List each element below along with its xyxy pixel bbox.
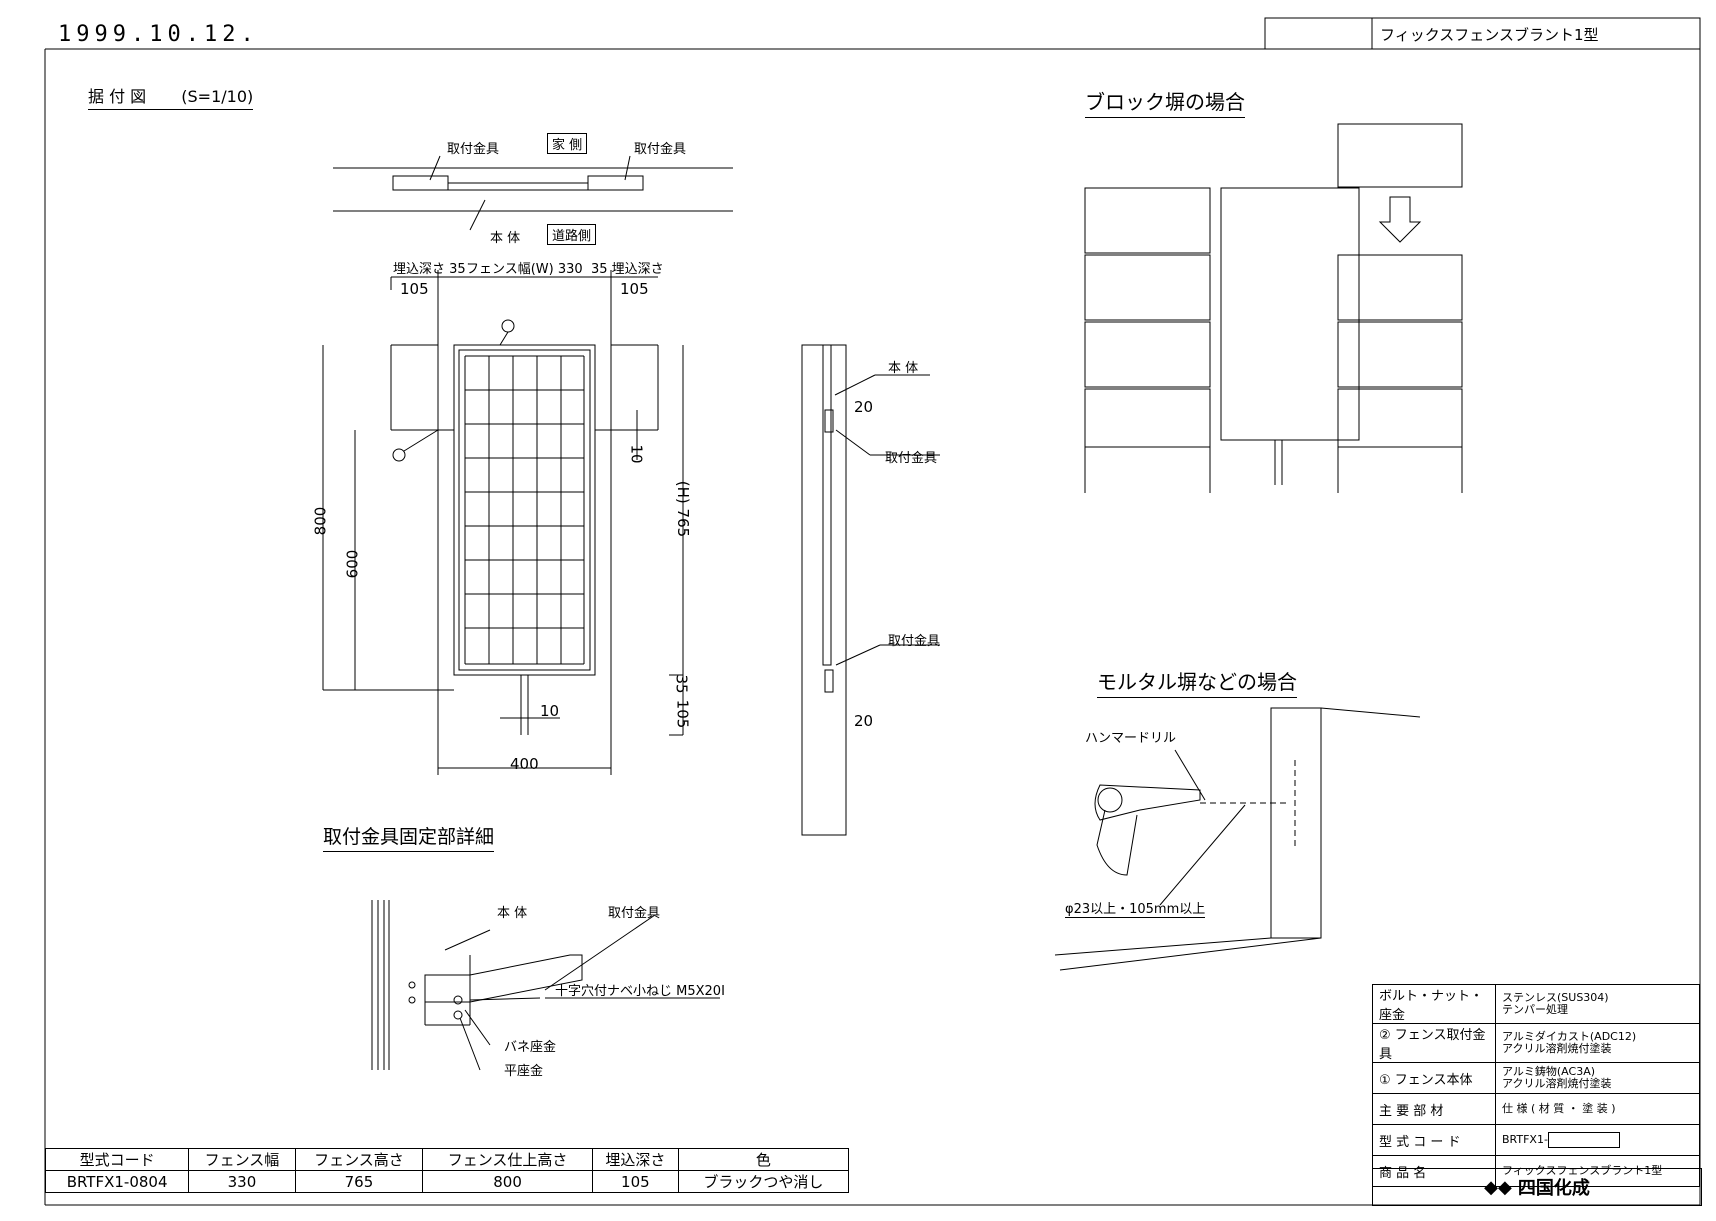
spec-row: 商 品 名フィックスフェンスブラント1型 (1372, 1155, 1700, 1187)
detail-bracket-label: 取付金具 (608, 906, 661, 921)
spec-value: 仕 様 ( 材 質 ・ 塗 装 ) (1495, 1093, 1700, 1125)
side-body-label: 本 体 (888, 361, 919, 376)
side-dim-20-bottom: 20 (854, 712, 874, 730)
spec-row: ① フェンス本体アルミ鋳物(AC3A) アクリル溶剤焼付塗装 (1372, 1062, 1700, 1094)
plan-title-text: 据 付 図 (88, 87, 147, 106)
code-cell: ブラックつや消し (677, 1170, 850, 1193)
side-bracket-bottom-label: 取付金具 (888, 634, 941, 649)
code-header: フェンス仕上高さ (422, 1148, 593, 1171)
dim-105-bottom: 105 (673, 699, 692, 729)
drawing-date: 1999.10.12. (58, 22, 259, 47)
mortar-wall-title: モルタル塀などの場合 (1097, 666, 1297, 698)
dim-h600: 600 (343, 549, 362, 579)
side-bracket-top-label: 取付金具 (885, 451, 938, 466)
road-side-label: 道路側 (547, 224, 597, 245)
code-table: 型式コードフェンス幅フェンス高さフェンス仕上高さ埋込深さ色 BRTFX1-080… (44, 1148, 850, 1193)
house-side-label: 家 側 (547, 133, 588, 154)
spec-part: 型 式 コ ー ド (1372, 1124, 1496, 1156)
spec-part: ② フェンス取付金具 (1372, 1023, 1496, 1063)
plan-title: 据 付 図 (S=1/10) (88, 83, 254, 110)
product-title: フィックスフェンスブラント1型 (1380, 26, 1599, 44)
model-code-input (1547, 1132, 1620, 1148)
plan-bracket-right-label: 取付金具 (634, 142, 687, 157)
dim-fence-width: フェンス幅(W) 330 (466, 262, 583, 277)
dim-10-right: 10 (627, 444, 646, 464)
spec-value: アルミダイカスト(ADC12) アクリル溶剤焼付塗装 (1495, 1023, 1700, 1063)
spec-part: ボルト・ナット・座金 (1372, 984, 1496, 1024)
code-cell: BRTFX1-0804 (44, 1170, 190, 1193)
plan-bracket-left-label: 取付金具 (447, 142, 500, 157)
code-header: 埋込深さ (591, 1148, 679, 1171)
spec-row: ② フェンス取付金具アルミダイカスト(ADC12) アクリル溶剤焼付塗装 (1372, 1023, 1700, 1063)
detail-flat-washer-label: 平座金 (504, 1064, 544, 1079)
spec-value: アルミ鋳物(AC3A) アクリル溶剤焼付塗装 (1495, 1062, 1700, 1094)
company-name: 四国化成 (1517, 1178, 1590, 1199)
plan-scale: (S=1/10) (181, 87, 254, 106)
dim-h765: (H) 765 (674, 480, 693, 538)
spec-row: 主 要 部 材仕 様 ( 材 質 ・ 塗 装 ) (1372, 1093, 1700, 1125)
plan-body-label: 本 体 (490, 231, 521, 246)
dim-w400: 400 (510, 755, 539, 773)
detail-body-label: 本 体 (497, 906, 528, 921)
block-wall-title: ブロック塀の場合 (1085, 86, 1245, 118)
code-header: 色 (677, 1148, 850, 1171)
hole-spec-label: φ23以上・105mm以上 (1065, 898, 1206, 918)
spec-value: BRTFX1- (1495, 1124, 1700, 1156)
company-logo: ◆◆ 四国化成 (1372, 1168, 1702, 1206)
company-logo-icon: ◆◆ (1484, 1176, 1512, 1198)
detail-spring-washer-label: バネ座金 (504, 1040, 557, 1055)
side-dim-20-top: 20 (854, 398, 874, 416)
dim-left-105: 105 (400, 280, 429, 298)
spec-part: ① フェンス本体 (1372, 1062, 1496, 1094)
code-header: フェンス幅 (188, 1148, 296, 1171)
code-cell: 765 (294, 1170, 424, 1193)
detail-title: 取付金具固定部詳細 (323, 822, 495, 852)
code-cell: 330 (188, 1170, 296, 1193)
code-header: フェンス高さ (294, 1148, 424, 1171)
spec-row: ボルト・ナット・座金ステンレス(SUS304) テンパー処理 (1372, 984, 1700, 1024)
dim-right-105: 105 (620, 280, 649, 298)
spec-part: 主 要 部 材 (1372, 1093, 1496, 1125)
code-cell: 800 (422, 1170, 593, 1193)
dim-embed-right: 35 埋込深さ (591, 262, 664, 277)
dim-35-bottom: 35 (672, 674, 691, 694)
dim-embed-left: 埋込深さ 35 (393, 262, 466, 277)
spec-part: 商 品 名 (1372, 1155, 1496, 1187)
drill-label: ハンマードリル (1085, 731, 1177, 746)
detail-screw-label: 十字穴付ナベ小ねじ M5X20I (555, 984, 725, 999)
spec-value: フィックスフェンスブラント1型 (1495, 1155, 1700, 1187)
spec-value: ステンレス(SUS304) テンパー処理 (1495, 984, 1700, 1024)
code-header: 型式コード (44, 1148, 190, 1171)
dim-h800: 800 (311, 506, 330, 536)
dim-10-bottom: 10 (540, 702, 560, 720)
code-cell: 105 (591, 1170, 679, 1193)
